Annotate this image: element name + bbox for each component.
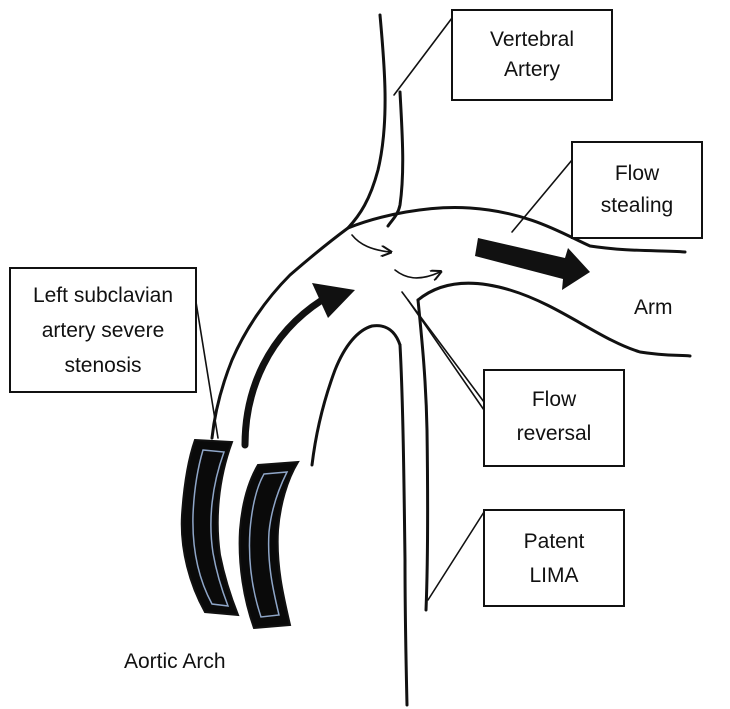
flow-reversal-line-1: Flow	[532, 388, 577, 411]
vertebral-artery-vessel	[348, 15, 403, 228]
flow-stealing-arrow	[475, 238, 590, 290]
patent-lima-line-1: Patent	[524, 530, 585, 553]
left-subclavian-label: Left subclavian artery severe stenosis	[10, 268, 196, 392]
lima-vessel	[400, 300, 428, 705]
patent-lima-label: Patent LIMA	[484, 510, 624, 606]
vertebral-artery-line-1: Vertebral	[490, 28, 574, 51]
aortic-stenosis-crescents	[182, 440, 298, 628]
flow-stealing-line-2: stealing	[601, 194, 673, 217]
arm-label: Arm	[634, 296, 673, 319]
flow-stealing-line-1: Flow	[615, 162, 660, 185]
flow-reversal-line-2: reversal	[517, 422, 592, 445]
flow-reversal-label: Flow reversal	[484, 370, 624, 466]
vertebral-artery-label: Vertebral Artery	[452, 10, 612, 100]
left-subclavian-line-1: Left subclavian	[33, 284, 173, 307]
left-subclavian-line-2: artery severe	[42, 319, 165, 342]
aortic-arch-label: Aortic Arch	[124, 650, 226, 673]
patent-lima-line-2: LIMA	[529, 564, 578, 587]
flow-stealing-label: Flow stealing	[572, 142, 702, 238]
left-subclavian-line-3: stenosis	[64, 354, 141, 377]
vertebral-artery-line-2: Artery	[504, 58, 561, 81]
left-subclavian-trunk	[212, 228, 400, 465]
flow-reversal-arrows	[352, 235, 440, 278]
